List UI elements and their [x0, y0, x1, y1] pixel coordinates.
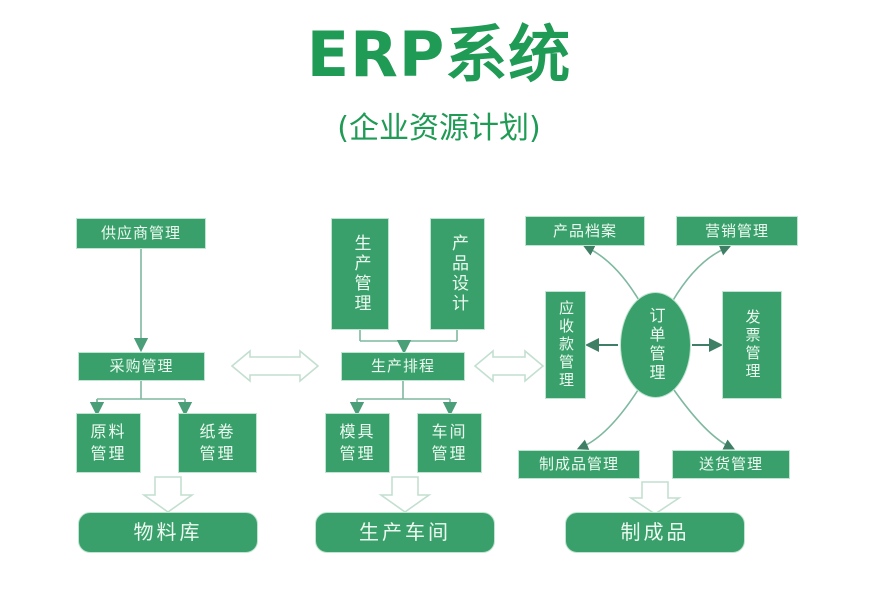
- node-marketing-management[interactable]: 营销管理: [676, 216, 798, 246]
- node-production-management[interactable]: 生产管理: [331, 218, 389, 330]
- node-purchase-management[interactable]: 采购管理: [78, 352, 205, 381]
- node-product-archive[interactable]: 产品档案: [525, 216, 645, 246]
- wire-production-inputs-to-scheduling: [359, 330, 458, 355]
- curve-order-to-finished-goods-mgmt: [576, 389, 639, 450]
- wire-purchase-to-materials: [89, 381, 193, 417]
- node-raw-material-management[interactable]: 原料 管理: [76, 413, 141, 473]
- bidirectional-arrow-purchase-scheduling: [230, 349, 320, 383]
- node-mold-management[interactable]: 模具 管理: [325, 413, 390, 473]
- hollow-arrow-to-finished-goods: [628, 481, 682, 515]
- node-product-design[interactable]: 产品设计: [430, 218, 485, 330]
- node-workshop-management[interactable]: 车间 管理: [417, 413, 482, 473]
- node-finished-goods-management[interactable]: 制成品管理: [518, 450, 640, 479]
- curve-order-to-marketing: [671, 245, 732, 303]
- page-subtitle: (企业资源计划): [337, 111, 541, 146]
- node-finished-goods[interactable]: 制成品: [565, 512, 745, 553]
- node-production-scheduling[interactable]: 生产排程: [341, 352, 465, 381]
- node-receivables-management[interactable]: 应收款管理: [545, 291, 586, 399]
- curve-order-to-product-archive: [582, 245, 641, 303]
- node-supplier-management[interactable]: 供应商管理: [76, 218, 206, 249]
- node-order-management[interactable]: 订单管理: [620, 292, 691, 398]
- hollow-arrow-to-material-warehouse: [141, 476, 195, 513]
- wire-scheduling-to-shopfloor: [349, 381, 458, 417]
- bidirectional-arrow-scheduling-order: [473, 349, 545, 383]
- hollow-arrow-to-production-workshop: [378, 476, 432, 513]
- node-production-workshop[interactable]: 生产车间: [315, 512, 495, 553]
- page-title: ERP系统: [306, 18, 572, 91]
- node-material-warehouse[interactable]: 物料库: [78, 512, 258, 553]
- node-delivery-management[interactable]: 送货管理: [672, 450, 790, 479]
- node-invoice-management[interactable]: 发票管理: [722, 291, 782, 399]
- node-paper-roll-management[interactable]: 纸卷 管理: [178, 413, 257, 473]
